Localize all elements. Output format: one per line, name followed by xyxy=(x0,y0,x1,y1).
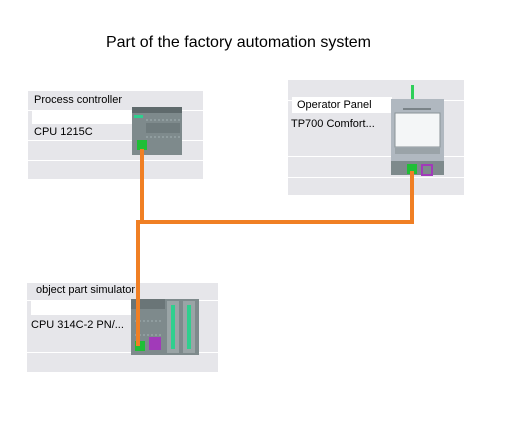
divider xyxy=(28,140,203,141)
profinet-port[interactable] xyxy=(137,140,147,150)
device-model: CPU 314C-2 PN/... xyxy=(31,319,124,331)
divider xyxy=(28,160,203,161)
divider xyxy=(27,352,218,353)
device-name: Operator Panel xyxy=(297,99,372,111)
plc-module-icon xyxy=(132,107,182,155)
process-controller-device[interactable]: Process controller CPU 1215C xyxy=(28,91,203,179)
divider xyxy=(288,177,464,178)
device-name: Process controller xyxy=(34,94,123,106)
hmi-panel-icon xyxy=(391,85,444,175)
object-part-simulator-device[interactable]: object part simulator CPU 314C-2 PN/... xyxy=(27,283,218,372)
network-cable xyxy=(136,220,142,346)
name-label-box xyxy=(32,111,135,124)
plc-rack-icon xyxy=(131,299,199,355)
operator-panel-device[interactable]: Operator Panel TP700 Comfort... xyxy=(288,80,464,195)
network-cable xyxy=(140,149,414,224)
mpi-port[interactable] xyxy=(421,164,433,176)
divider xyxy=(28,110,203,111)
device-model: TP700 Comfort... xyxy=(291,118,375,130)
device-model: CPU 1215C xyxy=(34,126,93,138)
mpi-port[interactable] xyxy=(149,337,161,350)
divider xyxy=(288,156,464,157)
name-label-box xyxy=(292,97,392,113)
profinet-port[interactable] xyxy=(407,164,417,174)
device-name: object part simulator xyxy=(36,284,136,296)
name-label-box xyxy=(31,301,131,315)
diagram-title: Part of the factory automation system xyxy=(105,34,371,51)
divider xyxy=(27,300,218,301)
